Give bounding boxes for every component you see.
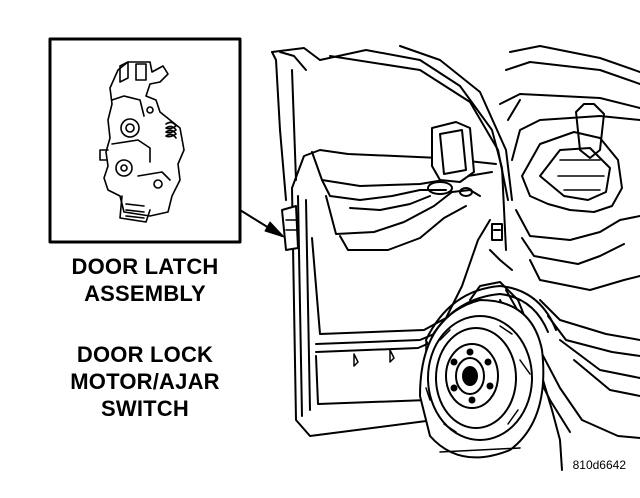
ground-lines — [439, 447, 521, 453]
latch-label-line1: DOOR LATCH — [71, 254, 219, 279]
leader-arrow — [239, 209, 285, 238]
door-latch-assembly-label: DOOR LATCH ASSEMBLY — [40, 253, 250, 307]
latch-inset — [48, 37, 242, 244]
figure-code: 810d6642 — [572, 458, 626, 472]
door-lock-motor-ajar-switch-label: DOOR LOCK MOTOR/AJAR SWITCH — [40, 341, 250, 422]
latch-assembly-icon — [99, 61, 185, 223]
latch-label-line2: ASSEMBLY — [84, 281, 206, 306]
inset-frame — [48, 37, 242, 244]
motor-label-line3: SWITCH — [101, 396, 189, 421]
front-wheel — [419, 285, 557, 459]
side-mirror — [431, 121, 475, 183]
motor-label-line1: DOOR LOCK — [76, 342, 214, 367]
motor-label-line2: MOTOR/AJAR — [70, 369, 220, 394]
